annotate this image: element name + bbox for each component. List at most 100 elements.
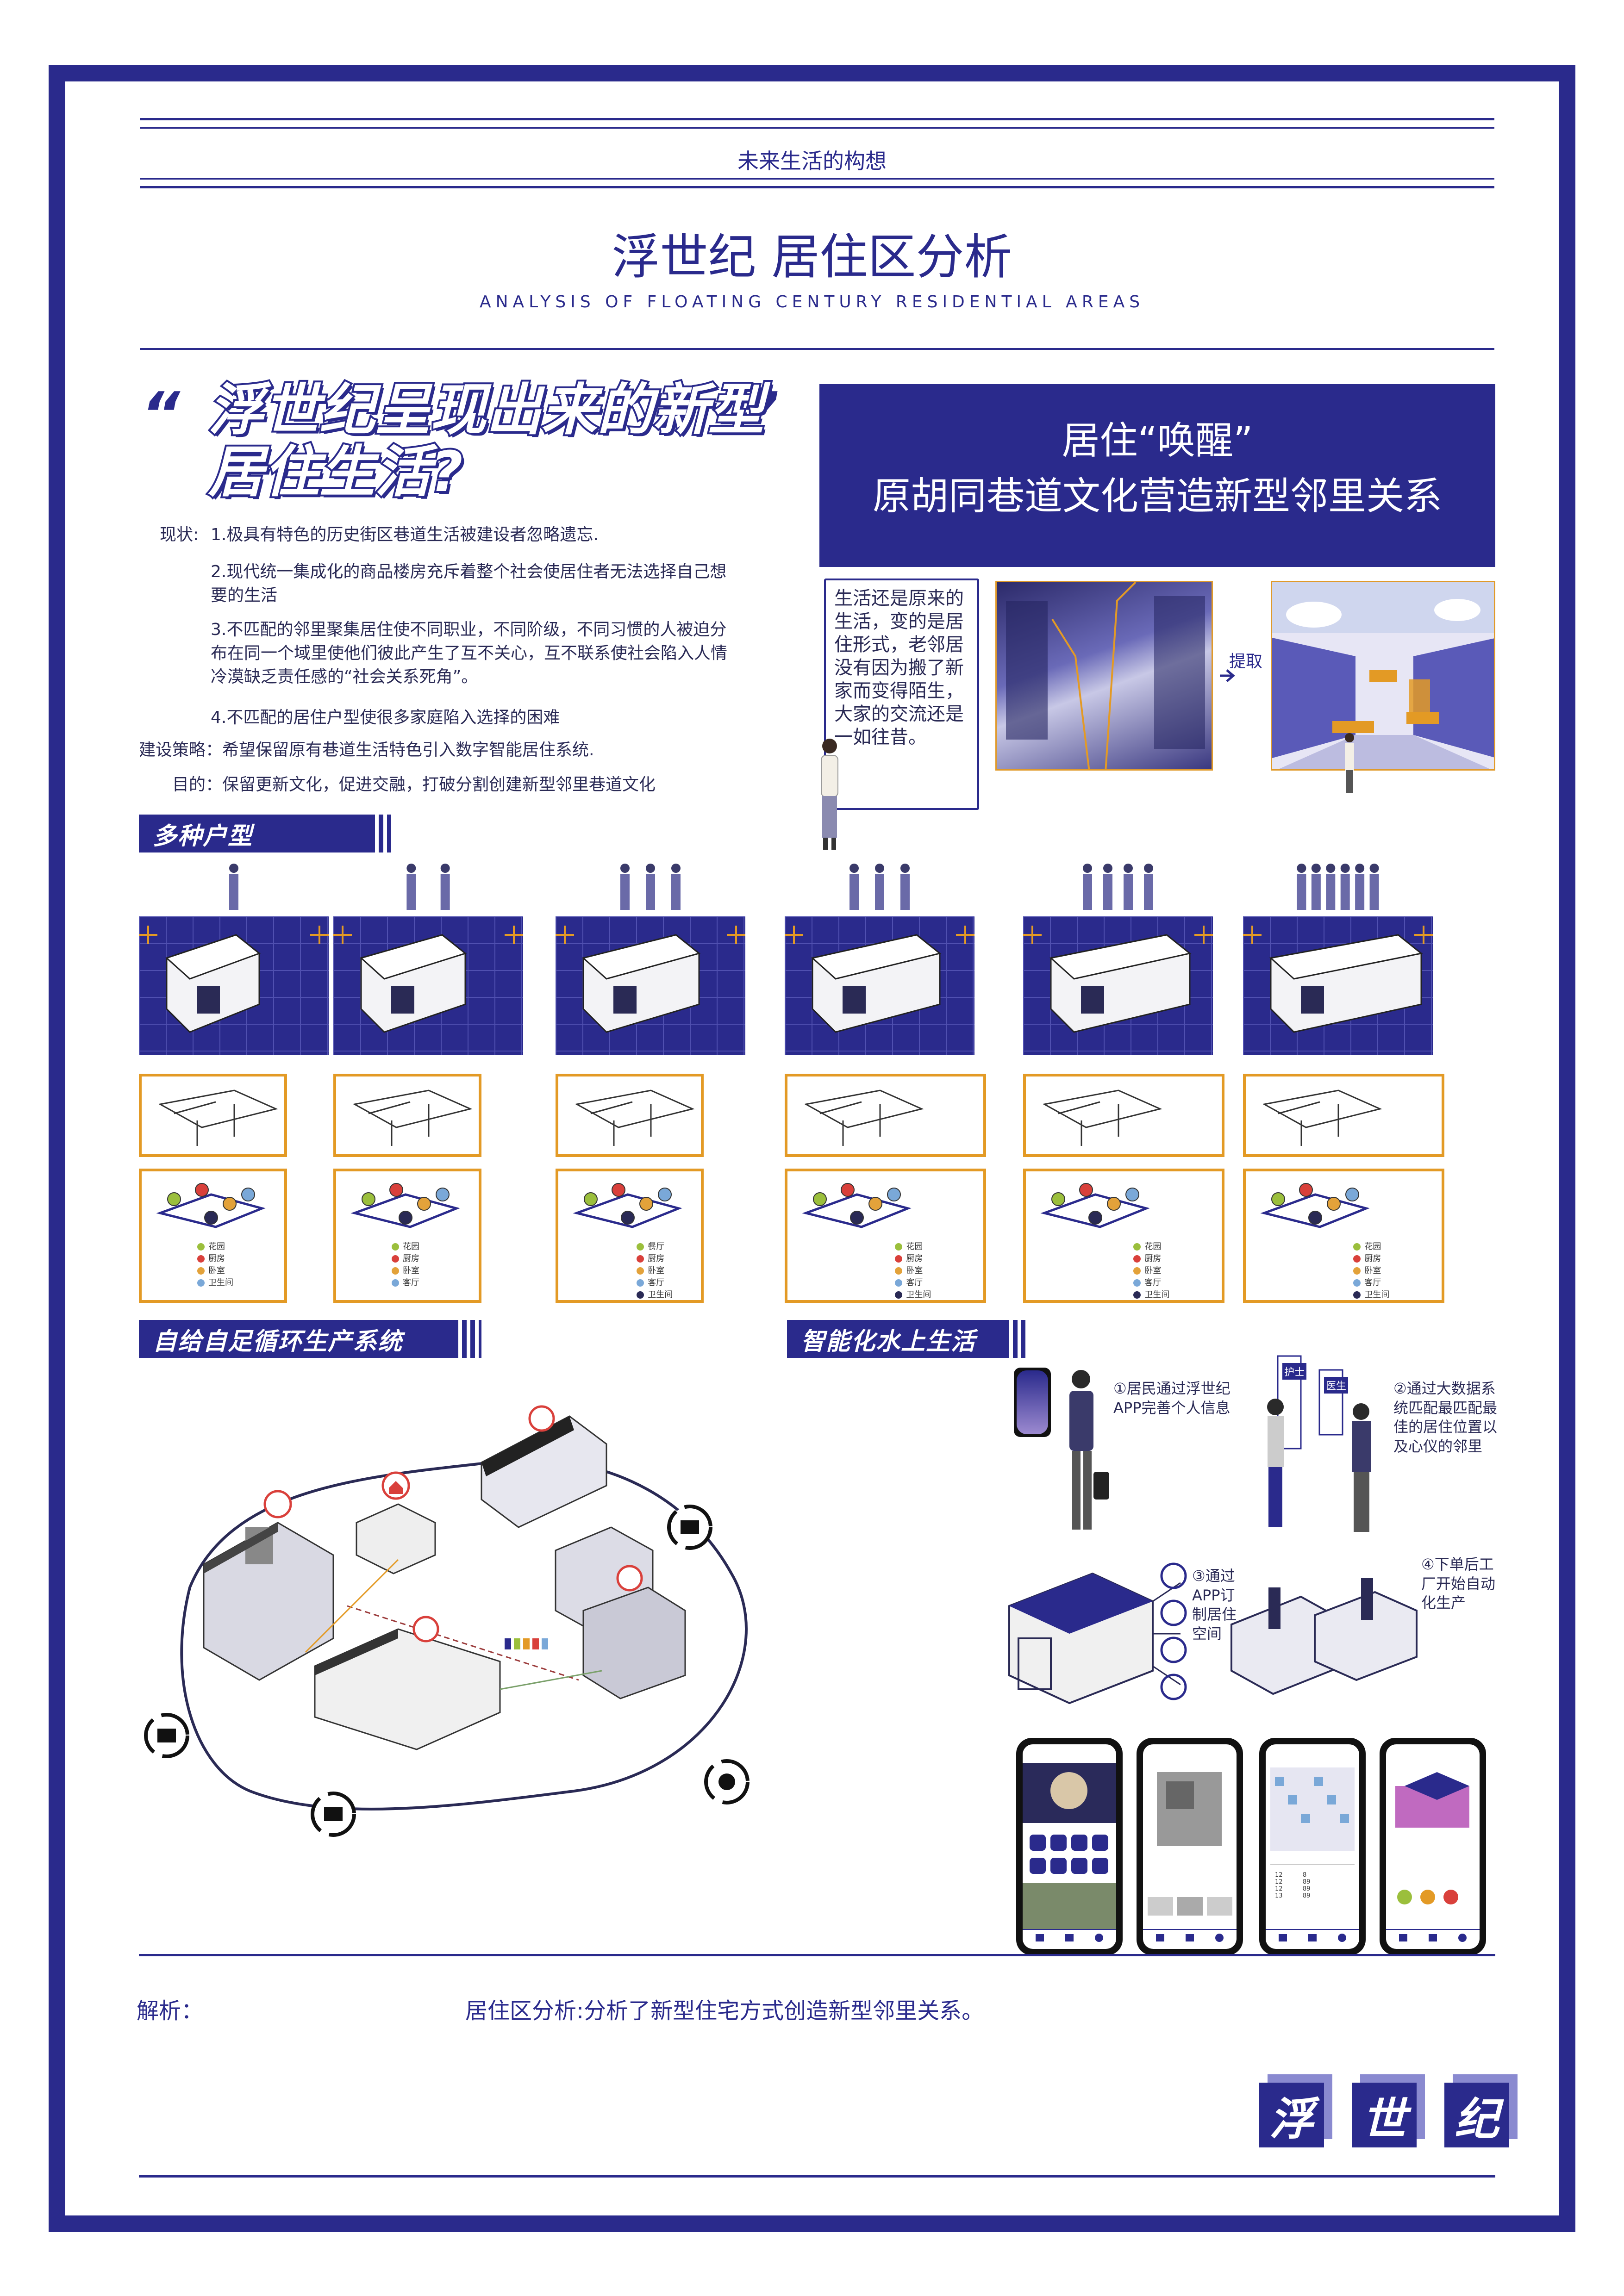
intro-heading-line2: 居住生活? [206,439,465,505]
unit-module-drawing [139,926,329,1033]
factory-building [203,1522,334,1681]
logo-char-3: 纪 [1444,2083,1509,2147]
unit-people-figures [849,864,910,910]
legend-swatch [1133,1255,1141,1263]
app-screen[interactable] [1023,1744,1116,1949]
app-phone [1380,1738,1486,1955]
legend-swatch [895,1243,903,1251]
legend-item: 客厅 [637,1277,673,1289]
app-content [1143,1772,1237,1942]
market-building [481,1415,607,1528]
legend-label: 厨房 [906,1254,923,1263]
status-item-4: 4.不匹配的居住户型使很多家庭陷入选择的困难 [211,708,560,727]
legend-item: 花园 [197,1241,233,1253]
legend-item: 厨房 [197,1253,233,1265]
smart-step-2: ②通过大数据系统匹配最匹配最佳的居住位置以及心仪的邻里 [1393,1380,1498,1455]
legend-swatch [392,1267,399,1275]
service-icon-catering [311,1792,356,1837]
alley-photo-outline [1006,582,1205,769]
legend-swatch [1353,1279,1361,1287]
smart-step-4: ④下单后工厂开始自动化生产 [1421,1556,1496,1612]
legend-label: 卧室 [648,1266,665,1276]
legend-item: 卧室 [1133,1265,1169,1277]
legend-item: 卫生间 [637,1289,673,1301]
intro-heading-line1: 浮世纪呈现出来的新型 [206,377,766,443]
unit-floor-plan [1243,1074,1444,1157]
custom-icons [1157,1560,1190,1714]
goal-text: 保留更新文化，促进交融，打破分割创建新型邻里巷道文化 [222,775,656,794]
header-rule [140,178,1494,180]
legend-label: 客厅 [403,1278,419,1288]
page-title: 浮世纪 居住区分析 [612,229,1012,285]
unit-module-drawing [785,926,974,1033]
service-icon-factory [144,1713,189,1758]
extract-label: 提取 [1229,652,1263,671]
footer-rule [139,1954,1495,1956]
custom-icon-set [1160,1562,1187,1700]
function-bubbles [1260,1183,1370,1228]
app-screen[interactable] [1386,1744,1480,1949]
floor-plan-lines [1262,1089,1382,1146]
man-figure-1 [1069,1370,1109,1530]
color-bars [505,1638,548,1649]
unit-panel [785,916,974,1055]
legend-item: 卧室 [197,1265,233,1277]
section-smart-stripes [1005,1320,1025,1358]
legend-label: 厨房 [403,1254,419,1263]
legend-item: 厨房 [1353,1253,1389,1265]
unit-floor-plan [785,1074,986,1157]
legend-label: 花园 [403,1242,419,1251]
cycle-loop [180,1458,748,1811]
app-screen[interactable] [1143,1744,1237,1949]
analysis-text: 居住区分析:分析了新型住宅方式创造新型邻里关系。 [465,1998,984,2024]
pin-icon-restaurant [412,1616,439,1643]
legend-swatch [197,1255,205,1263]
app-table-cell: 12 [1275,1872,1283,1879]
page-subtitle: ANALYSIS OF FLOATING CENTURY RESIDENTIAL… [479,292,1145,311]
legend-item: 厨房 [1133,1253,1169,1265]
unit-module-drawing [333,926,523,1033]
awaken-title-line1: 居住“唤醒” [1062,419,1253,463]
legend-swatch [392,1243,399,1251]
header-rule [140,186,1494,188]
alley-photo [995,581,1213,771]
goal-label: 目的： [172,775,223,794]
function-bubbles [1040,1183,1150,1228]
legend-item: 厨房 [895,1253,931,1265]
legend-label: 卫生间 [1144,1290,1170,1300]
legend-swatch [637,1267,644,1275]
legend-label: 厨房 [648,1254,665,1263]
unit-floor-plan [1023,1074,1224,1157]
legend-item: 客厅 [1353,1277,1389,1289]
legend-label: 厨房 [208,1254,225,1263]
legend-item: 厨房 [392,1253,419,1265]
legend-label: 花园 [1144,1242,1162,1251]
section-cycle-stripes [454,1320,481,1358]
legend-swatch [1353,1291,1361,1299]
app-content [1386,1772,1480,1942]
legend-label: 客厅 [1144,1278,1162,1288]
app-phone [1016,1738,1123,1955]
legend-swatch [1133,1267,1141,1275]
legend-label: 卫生间 [906,1290,931,1300]
home-building [356,1503,436,1574]
smart-step-1: ①居民通过浮世纪APP完善个人信息 [1113,1380,1230,1417]
smart-step-3: ③通过APP订制居住空间 [1192,1567,1237,1643]
legend-swatch [1353,1267,1361,1275]
section-cycle-bar: 自给自足循环生产系统 [139,1320,454,1358]
unit-function-diagram: 花园厨房卧室客厅卫生间 [1243,1169,1444,1303]
legend-swatch [637,1279,644,1287]
awaken-title-line2: 原胡同巷道文化营造新型邻里关系 [872,474,1442,518]
unit-floor-plan [333,1074,481,1157]
app-content [1266,1767,1359,1942]
function-legend: 花园厨房卧室客厅卫生间 [1133,1241,1169,1301]
legend-item: 客厅 [895,1277,931,1289]
legend-item: 花园 [1353,1241,1389,1253]
section-types-stripes [370,815,391,852]
legend-swatch [197,1243,205,1251]
legend-label: 卧室 [1144,1266,1162,1276]
